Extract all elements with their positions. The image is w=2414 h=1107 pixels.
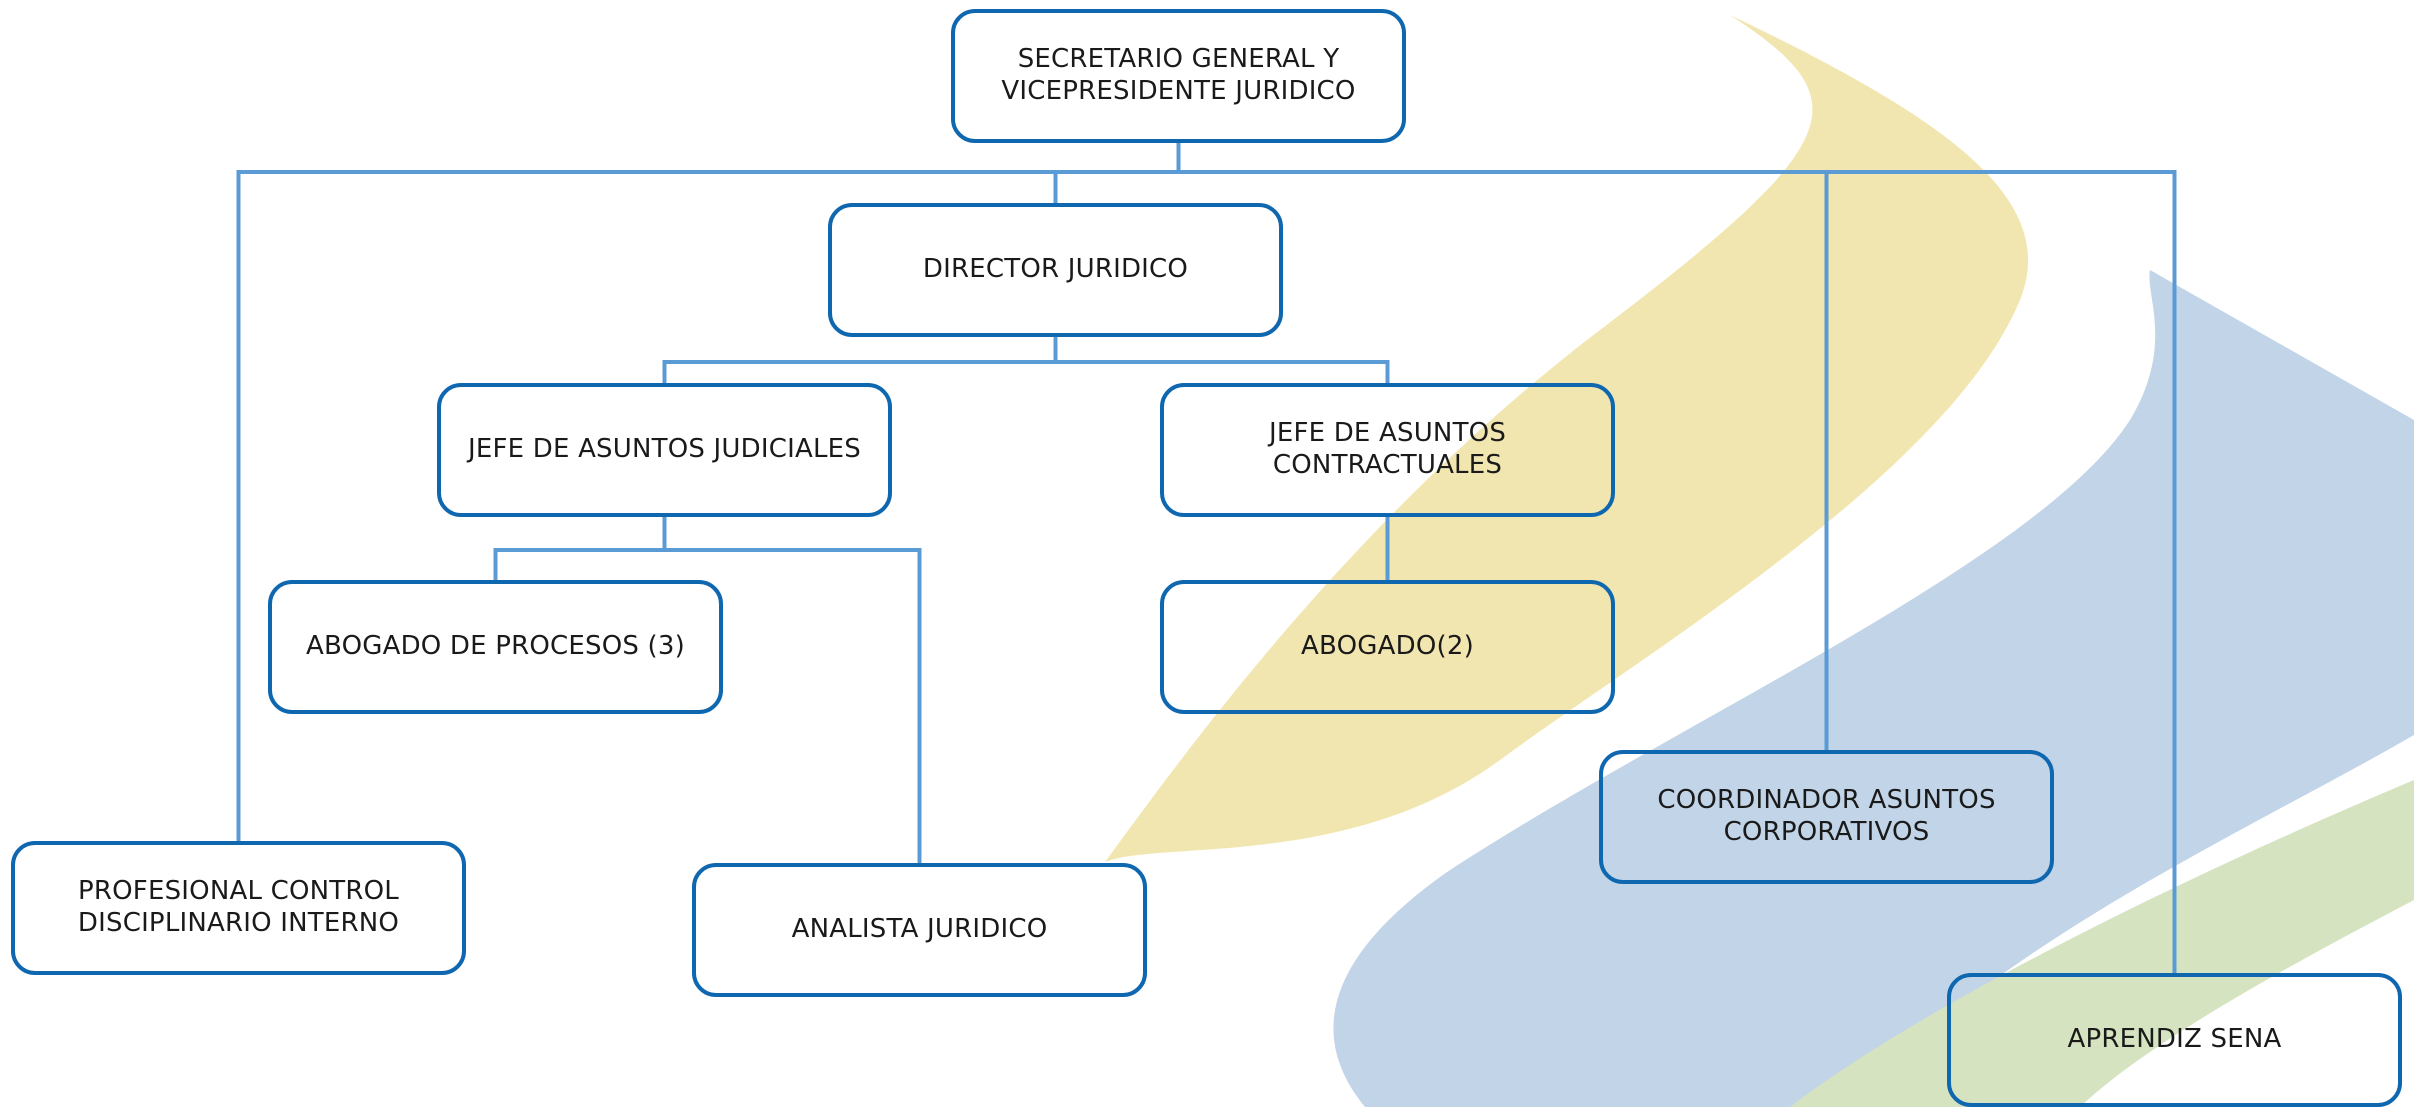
node-label: JEFE DE ASUNTOS JUDICIALES bbox=[468, 434, 861, 465]
node-label: PROFESIONAL CONTROL DISCIPLINARIO INTERN… bbox=[77, 876, 400, 938]
connector-secretario-to-aprendiz bbox=[1176, 143, 2177, 973]
node-abogado: ABOGADO(2) bbox=[1160, 580, 1615, 714]
blue-swoosh bbox=[1333, 270, 2414, 1107]
node-profesional-control-disciplinario: PROFESIONAL CONTROL DISCIPLINARIO INTERN… bbox=[11, 841, 466, 975]
node-label: ANALISTA JURIDICO bbox=[791, 914, 1048, 945]
node-abogado-de-procesos: ABOGADO DE PROCESOS (3) bbox=[268, 580, 723, 714]
node-label: ABOGADO DE PROCESOS (3) bbox=[306, 631, 685, 662]
connector-jefe_judiciales-to-abogado_procesos bbox=[493, 517, 667, 580]
node-label: DIRECTOR JURIDICO bbox=[922, 254, 1189, 285]
node-label: SECRETARIO GENERAL Y VICEPRESIDENTE JURI… bbox=[1001, 44, 1356, 106]
node-label: APRENDIZ SENA bbox=[2067, 1024, 2282, 1055]
node-label: COORDINADOR ASUNTOS CORPORATIVOS bbox=[1657, 785, 1996, 847]
node-aprendiz-sena: APRENDIZ SENA bbox=[1947, 973, 2402, 1107]
node-coordinador-asuntos-corporativos: COORDINADOR ASUNTOS CORPORATIVOS bbox=[1599, 750, 2054, 884]
node-label: JEFE DE ASUNTOS CONTRACTUALES bbox=[1268, 418, 1507, 480]
node-jefe-asuntos-judiciales: JEFE DE ASUNTOS JUDICIALES bbox=[437, 383, 892, 517]
node-label: ABOGADO(2) bbox=[1301, 631, 1474, 662]
node-secretario-general: SECRETARIO GENERAL Y VICEPRESIDENTE JURI… bbox=[951, 9, 1406, 143]
node-jefe-asuntos-contractuales: JEFE DE ASUNTOS CONTRACTUALES bbox=[1160, 383, 1615, 517]
connector-jefe_judiciales-to-analista bbox=[662, 517, 922, 863]
node-director-juridico: DIRECTOR JURIDICO bbox=[828, 203, 1283, 337]
connector-director-to-jefe_contractuales bbox=[1053, 337, 1390, 383]
node-analista-juridico: ANALISTA JURIDICO bbox=[692, 863, 1147, 997]
connector-director-to-jefe_judiciales bbox=[662, 337, 1058, 383]
yellow-swoosh bbox=[1105, 15, 2029, 862]
green-swoosh bbox=[1790, 780, 2414, 1107]
